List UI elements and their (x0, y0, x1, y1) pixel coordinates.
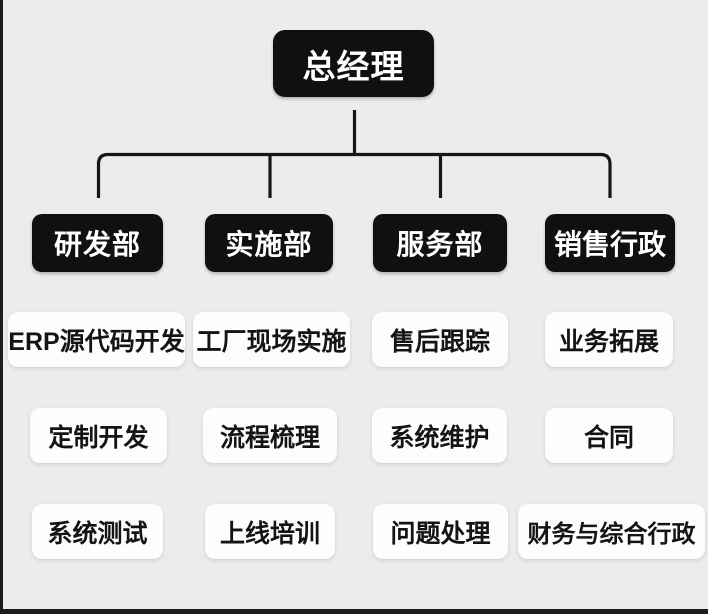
task-card: 财务与综合行政 (518, 504, 705, 559)
dept-node-implementation: 实施部 (205, 214, 333, 272)
bracket-line (96, 152, 612, 198)
task-card: 售后跟踪 (372, 312, 508, 367)
task-card: ERP源代码开发 (8, 312, 185, 367)
task-card: 合同 (545, 408, 673, 463)
task-card: 系统维护 (372, 408, 507, 463)
photo-edge-left (0, 0, 3, 614)
task-card: 系统测试 (32, 504, 163, 559)
dept-node-service: 服务部 (373, 214, 507, 272)
photo-edge-bottom (0, 609, 708, 614)
dept-node-rd: 研发部 (32, 214, 163, 272)
task-card: 工厂现场实施 (193, 312, 350, 367)
org-node-root: 总经理 (273, 30, 434, 97)
task-card: 上线培训 (205, 504, 335, 559)
task-card: 业务拓展 (545, 312, 673, 367)
task-card: 流程梳理 (203, 408, 337, 463)
task-card: 问题处理 (373, 504, 508, 559)
task-card: 定制开发 (30, 408, 167, 463)
dept-node-sales-admin: 销售行政 (545, 214, 675, 272)
